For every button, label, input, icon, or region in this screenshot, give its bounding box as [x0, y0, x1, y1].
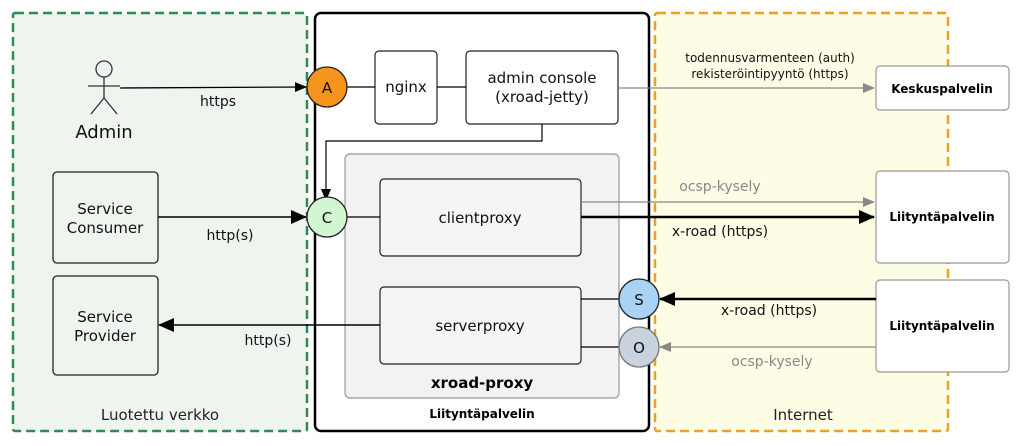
- central-server-label: Keskuspalvelin: [891, 82, 993, 96]
- ocsp-in-label: ocsp-kysely: [731, 354, 812, 370]
- port-a-label: A: [322, 79, 333, 97]
- auth-label-2: rekisteröintipyyntö (https): [691, 67, 848, 81]
- xroad-proxy-label: xroad-proxy: [431, 374, 534, 392]
- service-consumer-box: Service Consumer: [52, 171, 159, 264]
- admin-label: Admin: [75, 122, 132, 143]
- admin-console-box: admin console (xroad-jetty): [465, 50, 619, 125]
- nginx-box: nginx: [374, 50, 438, 125]
- serverproxy-label: serverproxy: [435, 317, 524, 335]
- auth-label-1: todennusvarmenteen (auth): [685, 51, 855, 65]
- service-provider-box: Service Provider: [52, 275, 159, 376]
- admin-https-label: https: [200, 94, 236, 110]
- port-c-label: C: [322, 209, 332, 227]
- security-server-label: Liityntäpalvelin: [429, 407, 534, 421]
- port-a: A: [306, 66, 348, 108]
- external-security-server-2-label: Liityntäpalvelin: [889, 319, 994, 333]
- port-s-label: S: [634, 291, 644, 309]
- external-security-server-2: Liityntäpalvelin: [875, 279, 1010, 373]
- serverproxy-box: serverproxy: [379, 286, 582, 365]
- ocsp-out-label: ocsp-kysely: [679, 179, 760, 195]
- admin-actor: [88, 60, 120, 115]
- internet-label: Internet: [773, 406, 833, 424]
- clientproxy-label: clientproxy: [438, 209, 521, 227]
- nginx-label: nginx: [385, 78, 427, 96]
- provider-http-label: http(s): [245, 333, 292, 349]
- service-consumer-label-2: Consumer: [67, 219, 144, 237]
- trusted-network-label: Luotettu verkko: [101, 406, 219, 424]
- port-o-label: O: [633, 339, 645, 357]
- admin-to-a-arrow: [119, 82, 307, 93]
- xroad-in-label: x-road (https): [721, 303, 817, 319]
- connectors: [119, 82, 876, 352]
- xroad-out-label: x-road (https): [672, 224, 768, 240]
- console-to-c-arrow: [321, 124, 543, 201]
- central-server-box: Keskuspalvelin: [875, 65, 1010, 111]
- port-s: S: [618, 278, 660, 320]
- clientproxy-box: clientproxy: [379, 178, 582, 257]
- admin-console-label-1: admin console: [487, 69, 596, 87]
- port-o: O: [618, 326, 660, 368]
- service-provider-label-1: Service: [77, 308, 132, 326]
- external-security-server-1: Liityntäpalvelin: [875, 170, 1010, 264]
- port-c: C: [306, 196, 348, 238]
- external-security-server-1-label: Liityntäpalvelin: [889, 210, 994, 224]
- service-provider-label-2: Provider: [74, 327, 137, 345]
- service-consumer-label-1: Service: [77, 200, 132, 218]
- consumer-http-label: http(s): [207, 228, 254, 244]
- admin-console-label-2: (xroad-jetty): [495, 88, 589, 106]
